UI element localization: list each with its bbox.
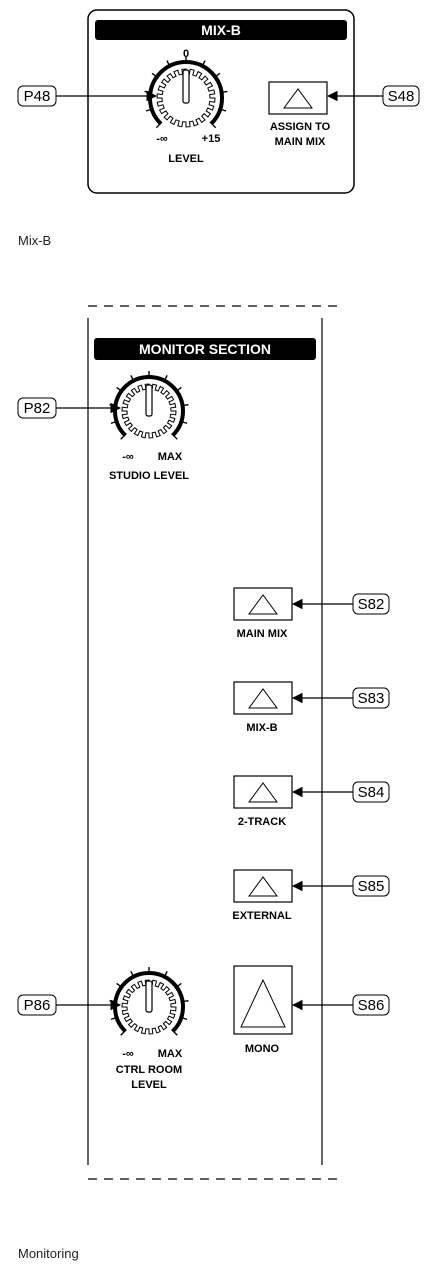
two-track-button[interactable] xyxy=(234,776,292,808)
svg-text:S85: S85 xyxy=(358,878,385,895)
tag-p86: P86 xyxy=(18,995,56,1015)
assign-label-line2: MAIN MIX xyxy=(275,136,326,148)
tag-s85: S85 xyxy=(353,876,389,896)
two-track-label: 2-TRACK xyxy=(238,816,286,828)
monitoring-caption: Monitoring xyxy=(18,1246,79,1261)
tag-s82: S82 xyxy=(353,594,389,614)
external-button[interactable] xyxy=(234,870,292,902)
mixb-panel: MIX-B 0 -∞ +15 LEVEL ASSIGN TO MAIN MIX … xyxy=(18,10,419,193)
ctrl-knob-label-line1: CTRL ROOM xyxy=(116,1064,182,1076)
monitor-panel: MONITOR SECTION -∞ MAX STUDIO LEVEL P82 … xyxy=(18,306,389,1179)
svg-text:S83: S83 xyxy=(358,690,385,707)
mix-b-button[interactable] xyxy=(234,682,292,714)
svg-text:S84: S84 xyxy=(358,784,385,801)
tag-s84: S84 xyxy=(353,782,389,802)
mixb-caption: Mix-B xyxy=(18,233,51,248)
ctrl-knob-label-line2: LEVEL xyxy=(131,1079,167,1091)
mono-button[interactable] xyxy=(234,966,292,1034)
svg-text:P82: P82 xyxy=(24,400,51,417)
mono-label: MONO xyxy=(245,1043,280,1055)
ctrl-knob-min-label: -∞ xyxy=(122,1048,134,1060)
svg-text:S48: S48 xyxy=(388,88,415,105)
studio-knob-max-label: MAX xyxy=(158,451,183,463)
tag-s48: S48 xyxy=(383,86,419,106)
tag-p48: P48 xyxy=(18,86,56,106)
ctrl-room-level-knob[interactable] xyxy=(109,967,188,1035)
tag-s86: S86 xyxy=(353,995,389,1015)
mix-b-label: MIX-B xyxy=(246,722,277,734)
mixb-knob-max-label: +15 xyxy=(202,133,221,145)
studio-knob-min-label: -∞ xyxy=(122,451,134,463)
ctrl-knob-max-label: MAX xyxy=(158,1048,183,1060)
tag-s83: S83 xyxy=(353,688,389,708)
external-label: EXTERNAL xyxy=(232,910,292,922)
svg-text:S86: S86 xyxy=(358,997,385,1014)
assign-main-mix-button[interactable] xyxy=(269,82,327,114)
mixb-header: MIX-B xyxy=(201,22,241,38)
mixb-level-knob[interactable] xyxy=(145,56,228,128)
assign-label-line1: ASSIGN TO xyxy=(270,121,331,133)
main-mix-button[interactable] xyxy=(234,588,292,620)
mixb-knob-top-label: 0 xyxy=(183,48,189,60)
svg-text:S82: S82 xyxy=(358,596,385,613)
mixb-knob-label: LEVEL xyxy=(168,153,204,165)
studio-level-knob[interactable] xyxy=(109,371,188,439)
svg-text:P48: P48 xyxy=(24,88,51,105)
mixb-knob-min-label: -∞ xyxy=(156,133,168,145)
monitor-header: MONITOR SECTION xyxy=(139,341,271,357)
tag-p82: P82 xyxy=(18,398,56,418)
studio-knob-label: STUDIO LEVEL xyxy=(109,470,189,482)
main-mix-label: MAIN MIX xyxy=(237,628,288,640)
svg-text:P86: P86 xyxy=(24,997,51,1014)
